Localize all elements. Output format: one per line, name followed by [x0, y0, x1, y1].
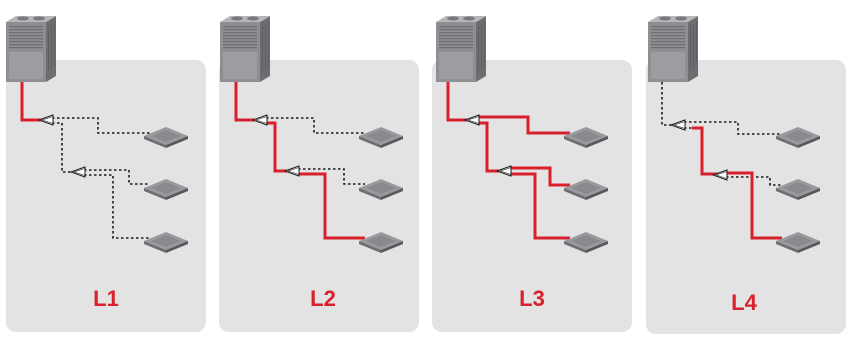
red-pipe: [266, 121, 290, 173]
dotted-pipe: [266, 117, 365, 185]
panel-background: [432, 60, 632, 332]
panel-l4: L4: [646, 16, 846, 334]
red-pipe: [510, 172, 570, 240]
outdoor-unit-icon: [436, 16, 486, 82]
panel-label: L1: [93, 286, 119, 311]
red-pipe: [692, 126, 718, 176]
panel-label: L2: [310, 286, 336, 311]
outdoor-unit-icon: [220, 16, 270, 82]
outdoor-unit-icon: [6, 16, 56, 82]
panel-background: [219, 60, 419, 332]
red-pipe: [234, 82, 258, 122]
panel-label: L3: [519, 286, 545, 311]
red-pipe: [20, 82, 44, 122]
red-pipe: [478, 121, 502, 173]
red-pipe: [510, 166, 570, 187]
red-pipe: [446, 82, 470, 122]
panel-label: L4: [731, 290, 757, 315]
red-pipe: [298, 172, 365, 240]
outdoor-unit-icon: [648, 16, 698, 82]
red-pipe: [726, 171, 782, 240]
panel-background: [6, 60, 206, 332]
panel-l2: L2: [219, 16, 419, 332]
red-pipe: [478, 115, 570, 135]
panel-l3: L3: [432, 16, 632, 332]
panel-l1: L1: [6, 16, 206, 332]
dotted-pipe: [52, 117, 150, 239]
